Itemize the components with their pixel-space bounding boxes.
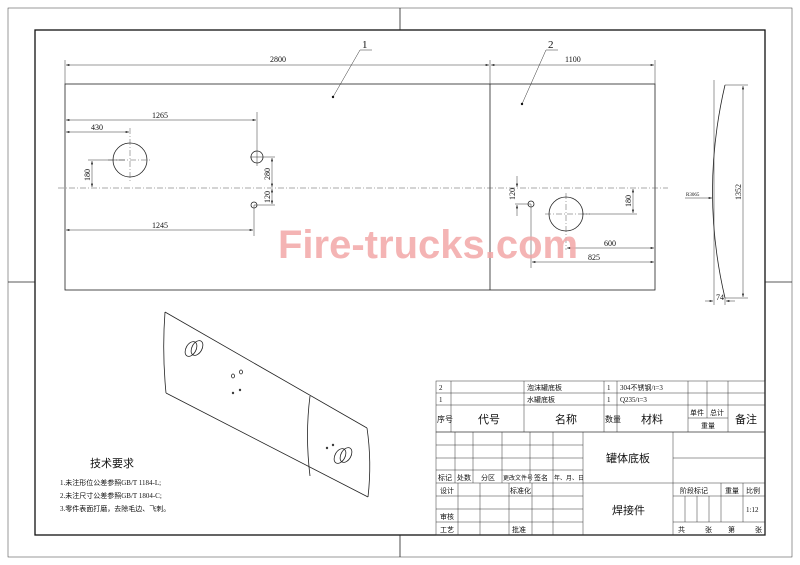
header-material: 材料	[641, 412, 663, 426]
rev-header-date: 年、月、日	[554, 474, 584, 482]
scale-label: 比例	[746, 486, 760, 495]
technical-requirements: 技术要求 1.未注形位公差参照GB/T 1184-L; 2.未注尺寸公差参照GB…	[60, 457, 170, 513]
part-label-2: 2	[548, 39, 554, 51]
dim-1265-label: 1265	[152, 111, 168, 120]
rev-header-count: 处数	[457, 473, 471, 482]
header-name: 名称	[555, 412, 577, 426]
outer-border	[7, 7, 793, 558]
part-label-1: 1	[362, 39, 368, 51]
plate-outline	[64, 83, 656, 291]
review-label: 审核	[440, 512, 454, 521]
rev-header-mark: 标记	[438, 473, 452, 482]
standardization-label: 标准化	[510, 486, 531, 495]
drawing-name: 罐体底板	[606, 451, 650, 465]
rev-header-zone: 分区	[481, 473, 495, 482]
part-qty: 1	[607, 396, 611, 404]
parts-row: 2 泡沫罐底板 1 304不锈钢/t=3	[439, 383, 663, 392]
process-label: 工艺	[440, 526, 454, 534]
isometric-view	[163, 311, 371, 498]
title-block: 标记 处数 分区 更改文件号 签名 年、月、日 设计 标准化 审核 工艺 批准 …	[435, 431, 766, 536]
weight-label: 重量	[725, 487, 739, 495]
tech-req-item: 3.零件表面打磨，去除毛边、飞刺。	[60, 504, 170, 513]
tech-req-item: 2.未注尺寸公差参照GB/T 1804-C;	[60, 491, 162, 500]
sheet-no-label: 第	[728, 525, 735, 534]
header-qty: 数量	[605, 414, 621, 424]
side-view: 1352 74 R3065	[685, 80, 748, 305]
drawing-type: 焊接件	[612, 503, 645, 517]
rev-header-doc: 更改文件号	[503, 474, 533, 482]
dim-180-left-label: 180	[83, 169, 92, 181]
part-name: 泡沫罐底板	[527, 383, 562, 392]
dim-280-label: 280	[263, 168, 272, 180]
part-material: Q235/t=3	[620, 396, 647, 404]
inner-frame	[34, 29, 766, 536]
dim-120-left-label: 120	[263, 191, 272, 203]
header-weight: 重量	[701, 422, 715, 430]
tech-req-item: 1.未注形位公差参照GB/T 1184-L;	[60, 478, 161, 487]
header-no: 序号	[437, 414, 453, 424]
radius-label: R3065	[686, 193, 700, 198]
parts-list: 2 泡沫罐底板 1 304不锈钢/t=3 1 水罐底板 1 Q235/t=3 序…	[435, 380, 766, 433]
part-no: 1	[439, 396, 443, 404]
tech-req-title: 技术要求	[90, 457, 134, 470]
part-name: 水罐底板	[527, 395, 555, 404]
dim-74-label: 74	[716, 293, 724, 302]
dim-120-right-label: 120	[508, 188, 517, 200]
dim-1352-label: 1352	[734, 184, 743, 200]
part-qty: 1	[607, 384, 611, 392]
dim-1245-label: 1245	[152, 221, 168, 230]
parts-row: 1 水罐底板 1 Q235/t=3	[439, 395, 647, 404]
sheet-total-label: 共	[678, 525, 685, 534]
watermark: Fire-trucks.com	[278, 223, 578, 267]
rev-header-sign: 签名	[534, 473, 548, 482]
header-code: 代号	[478, 413, 500, 426]
sheet-unit-label: 张	[705, 525, 712, 534]
part-no: 2	[439, 384, 443, 392]
stage-mark-label: 阶段标记	[680, 486, 708, 495]
header-unit: 单件	[690, 408, 704, 417]
scale-value: 1:12	[746, 506, 759, 514]
dim-430-label: 430	[91, 123, 103, 132]
part-material: 304不锈钢/t=3	[620, 383, 663, 392]
dim-825-label: 825	[588, 253, 600, 262]
header-remark: 备注	[735, 412, 757, 426]
design-label: 设计	[440, 486, 454, 495]
approve-label: 批准	[512, 525, 526, 534]
sheet-unit-label: 张	[755, 525, 762, 534]
dim-180-right-label: 180	[624, 195, 633, 207]
dim-1100-label: 1100	[565, 55, 581, 64]
header-total: 总计	[710, 408, 724, 417]
front-view: 2800 1100 1 2 1265 430 180 280 120 1245	[58, 39, 668, 291]
dim-2800-label: 2800	[270, 55, 286, 64]
center-marks	[8, 8, 792, 557]
dim-600-label: 600	[604, 239, 616, 248]
